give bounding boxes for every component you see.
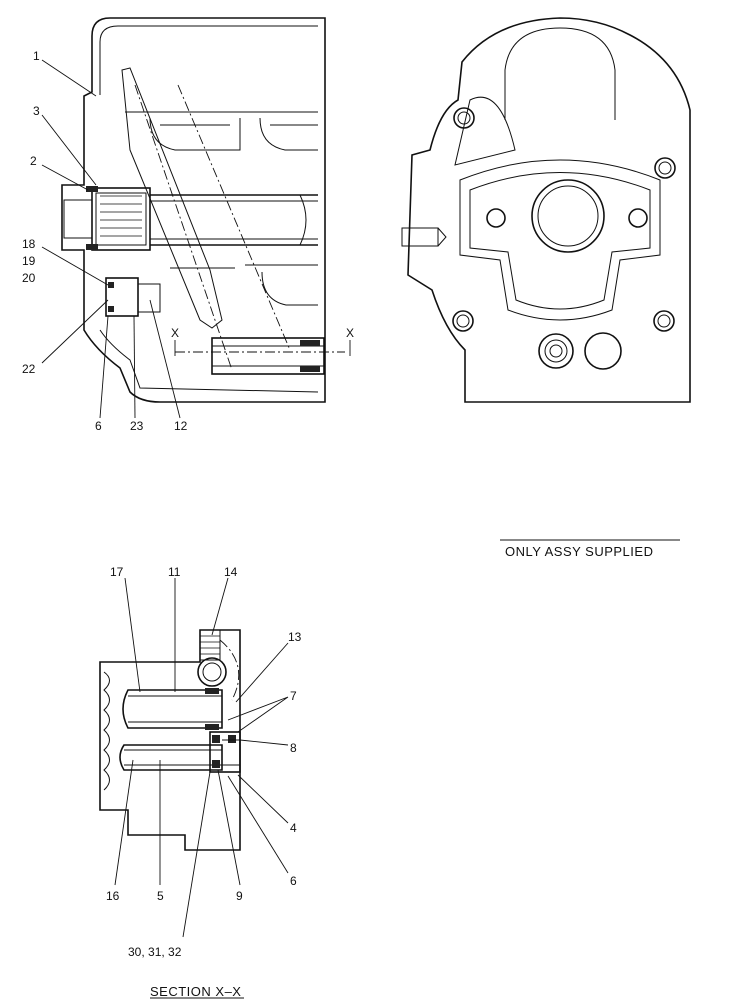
- part-labels: 1 3 2 18 19 20 22 6 23 12 X X 17 11 14 1…: [22, 49, 354, 959]
- only-assy-supplied-note: ONLY ASSY SUPPLIED: [505, 544, 653, 559]
- section-xx-view: [99, 629, 241, 851]
- label-9: 9: [236, 889, 243, 903]
- label-5: 5: [157, 889, 164, 903]
- section-xx-title: SECTION X–X: [150, 984, 241, 999]
- label-18: 18: [22, 237, 36, 251]
- label-30-31-32: 30, 31, 32: [128, 945, 182, 959]
- leader-lines: [41, 59, 289, 938]
- label-14: 14: [224, 565, 238, 579]
- label-4: 4: [290, 821, 297, 835]
- label-6-bottom: 6: [290, 874, 297, 888]
- label-23: 23: [130, 419, 144, 433]
- notes: ONLY ASSY SUPPLIED SECTION X–X: [150, 539, 680, 999]
- section-mark-x-right: X: [346, 326, 354, 340]
- label-20: 20: [22, 271, 36, 285]
- label-2: 2: [30, 154, 37, 168]
- front-view: [401, 17, 691, 403]
- label-16: 16: [106, 889, 120, 903]
- side-section-view: [61, 17, 351, 403]
- label-3: 3: [33, 104, 40, 118]
- label-22: 22: [22, 362, 36, 376]
- label-13: 13: [288, 630, 302, 644]
- label-17: 17: [110, 565, 124, 579]
- label-19: 19: [22, 254, 36, 268]
- label-7: 7: [290, 689, 297, 703]
- label-6-top: 6: [95, 419, 102, 433]
- label-8: 8: [290, 741, 297, 755]
- label-1: 1: [33, 49, 40, 63]
- label-12: 12: [174, 419, 188, 433]
- section-mark-x-left: X: [171, 326, 179, 340]
- label-11: 11: [168, 565, 181, 579]
